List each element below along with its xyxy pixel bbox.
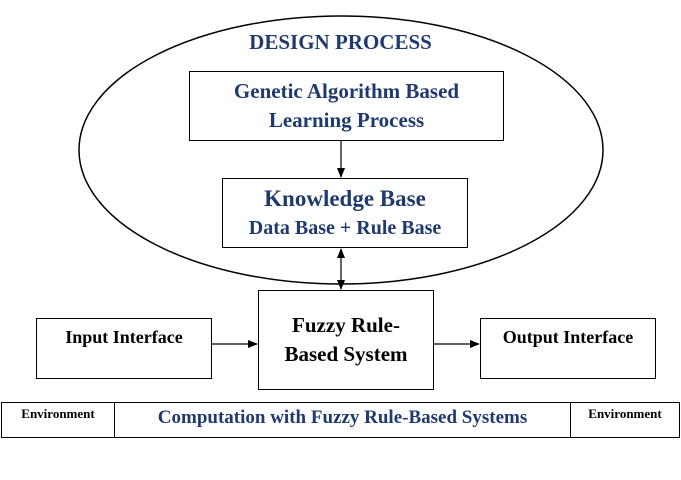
- frbs-line-2: Based System: [284, 342, 408, 366]
- input-interface-box: Input Interface: [36, 318, 212, 379]
- design-process-title: DESIGN PROCESS: [249, 30, 432, 54]
- knowledge-base-title: Knowledge Base: [264, 186, 426, 211]
- computation-label: Computation with Fuzzy Rule-Based System…: [157, 407, 528, 428]
- input-interface-label: Input Interface: [65, 327, 183, 347]
- output-interface-box: Output Interface: [480, 318, 656, 379]
- ga-line-1: Genetic Algorithm Based: [233, 79, 460, 103]
- environment-bar: Environment Computation with Fuzzy Rule-…: [1, 402, 680, 438]
- knowledge-base-subtitle: Data Base + Rule Base: [248, 217, 442, 239]
- environment-left-label: Environment: [2, 403, 115, 437]
- genetic-algorithm-box: Genetic Algorithm Based Learning Process: [189, 71, 504, 141]
- output-interface-label: Output Interface: [502, 327, 634, 347]
- knowledge-base-box: Knowledge Base Data Base + Rule Base: [222, 178, 468, 248]
- fuzzy-rule-based-system-box: Fuzzy Rule- Based System: [258, 290, 434, 390]
- environment-right-label: Environment: [570, 403, 679, 437]
- frbs-line-1: Fuzzy Rule-: [292, 313, 400, 337]
- ga-line-2: Learning Process: [268, 108, 425, 132]
